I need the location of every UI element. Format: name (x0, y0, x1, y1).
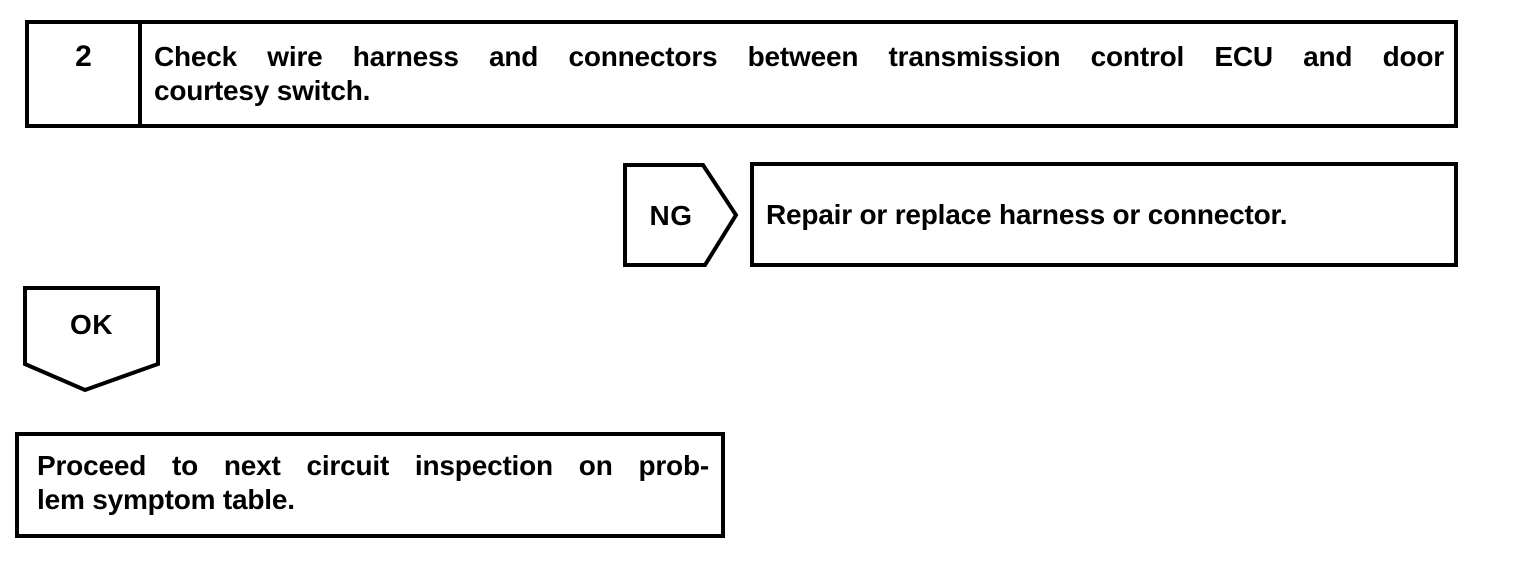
result-box: Proceed to next circuit inspection on pr… (15, 432, 725, 538)
step-number: 2 (75, 40, 92, 73)
ng-action-text: Repair or replace harness or connector. (766, 198, 1288, 230)
step-instruction-line-2: courtesy switch. (154, 75, 371, 106)
step-number-cell: 2 (29, 24, 142, 124)
ok-pentagon-shape (23, 286, 160, 393)
step-instruction: Check wire harness and connectors betwee… (142, 24, 1454, 124)
ng-action-box: Repair or replace harness or connector. (750, 162, 1458, 267)
ok-label: OK (70, 309, 113, 340)
ok-connector: OK (23, 286, 160, 393)
step-instruction-line-1: Check wire harness and connectors betwee… (154, 41, 1444, 72)
step-box: 2 Check wire harness and connectors betw… (25, 20, 1458, 128)
ng-right-arrow-pentagon-icon (623, 163, 739, 267)
result-line-2: lem symptom table. (37, 484, 295, 515)
ng-connector: NG (623, 163, 739, 268)
ng-pentagon-shape (623, 163, 739, 267)
ng-label: NG (649, 199, 693, 231)
result-line-1: Proceed to next circuit inspection on pr… (37, 450, 709, 481)
ok-down-arrow-pentagon-icon (23, 286, 160, 393)
